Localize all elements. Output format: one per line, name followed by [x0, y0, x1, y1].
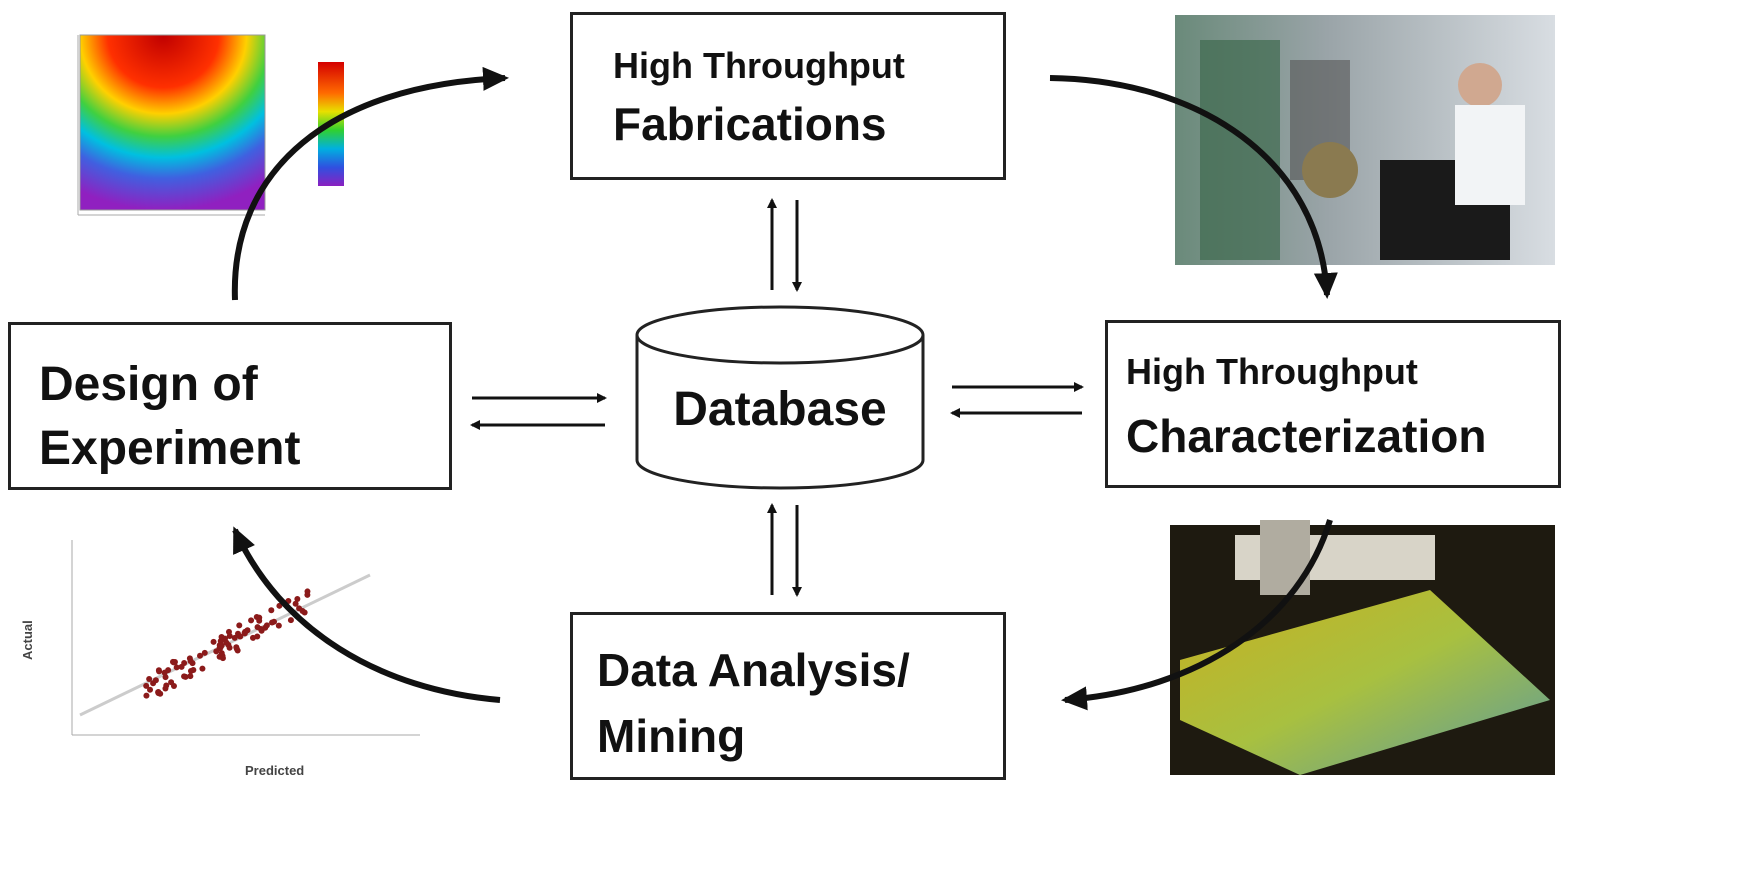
- scatter-point: [263, 622, 270, 629]
- scatter-point: [146, 676, 153, 683]
- scatter-point: [147, 686, 154, 693]
- scatter-point: [287, 617, 294, 624]
- scatter-xlabel: Predicted: [245, 763, 304, 778]
- node-design-of-experiment: Design of Experiment: [8, 322, 452, 490]
- scatter-point: [254, 624, 261, 631]
- scatter-point: [210, 638, 217, 645]
- bidirectional-arrows: [470, 198, 1084, 597]
- wafer-photo: [1170, 520, 1555, 775]
- scatter-point: [226, 644, 233, 651]
- scatter-point: [156, 668, 163, 675]
- scatter-point: [168, 679, 175, 686]
- database-label: Database: [673, 383, 887, 436]
- analysis-line1: Data Analysis/: [597, 644, 910, 696]
- scatter-point: [181, 660, 188, 667]
- fabrication-line1: High Throughput: [613, 45, 905, 86]
- scatter-point: [187, 667, 194, 674]
- scatter-point: [219, 655, 226, 662]
- scatter-point: [231, 634, 238, 641]
- lab-photo: [1175, 15, 1555, 265]
- scatter-point: [162, 685, 169, 692]
- characterization-line2: Characterization: [1126, 410, 1487, 462]
- scatter-point: [256, 617, 263, 624]
- scatter-point: [269, 619, 276, 626]
- scatter-point: [296, 605, 303, 612]
- scatter-point: [187, 673, 194, 680]
- scatter-point: [152, 677, 159, 684]
- scatter-point: [268, 607, 275, 614]
- scatter-point: [216, 642, 223, 649]
- fabrication-line2: Fabrications: [613, 98, 887, 150]
- scatter-point: [304, 591, 311, 598]
- scatter-ylabel: Actual: [20, 620, 35, 660]
- scatter-point: [294, 595, 301, 602]
- scatter-point: [249, 634, 256, 641]
- scatter-point: [236, 622, 243, 629]
- database-cylinder: [635, 305, 925, 490]
- scatter-point: [197, 652, 204, 659]
- scatter-point: [234, 647, 241, 654]
- node-characterization: High Throughput Characterization: [1105, 320, 1561, 488]
- scatter-point: [155, 689, 162, 696]
- scatter-point: [181, 673, 188, 680]
- scatter-point: [165, 667, 172, 674]
- node-data-analysis: Data Analysis/ Mining: [570, 612, 1006, 780]
- scatter-point: [275, 622, 282, 629]
- scatter-point: [218, 650, 225, 657]
- node-fabrication: High Throughput Fabrications: [570, 12, 1006, 180]
- scatter-point: [234, 630, 241, 637]
- scatter-point: [292, 600, 299, 607]
- scatter-point: [169, 658, 176, 665]
- characterization-line1: High Throughput: [1126, 351, 1418, 392]
- scatter-point: [223, 639, 230, 646]
- scatter-point: [162, 674, 169, 681]
- analysis-line2: Mining: [597, 710, 746, 762]
- scatter-point: [173, 664, 180, 671]
- design-line2: Experiment: [39, 422, 301, 475]
- scatter-point: [199, 665, 206, 672]
- scatter-point: [225, 628, 232, 635]
- design-line1: Design of: [39, 358, 258, 411]
- heatmap-figure: [77, 34, 344, 216]
- cycle-arrows: [231, 66, 1338, 711]
- scatter-point: [248, 617, 255, 624]
- scatter-point: [201, 649, 208, 656]
- scatter-point: [218, 633, 225, 640]
- scatter-plot: [71, 540, 420, 736]
- scatter-point: [241, 630, 248, 637]
- scatter-point: [143, 692, 150, 699]
- scatter-point: [143, 682, 150, 689]
- scatter-point: [187, 658, 194, 665]
